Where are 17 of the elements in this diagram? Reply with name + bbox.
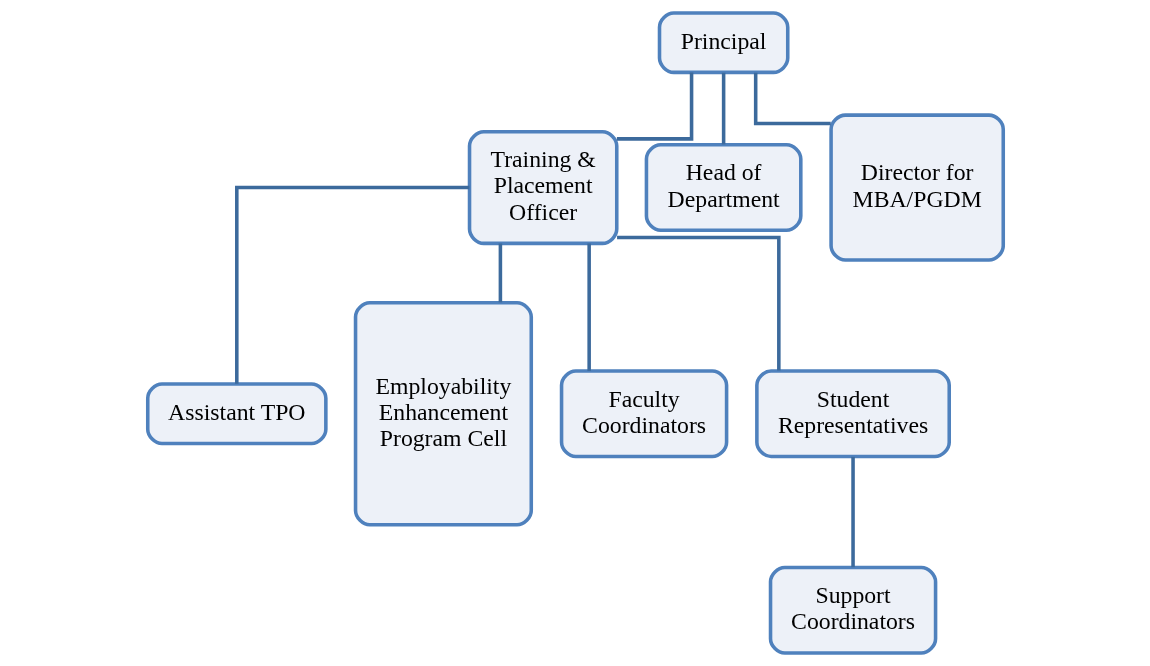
- node-box: Support Coordinators: [768, 565, 937, 655]
- connector: [753, 72, 831, 126]
- connector: [850, 456, 855, 568]
- connector: [721, 72, 725, 145]
- node-box: Head of Department: [644, 143, 803, 233]
- node-box: Principal: [657, 11, 789, 75]
- connector: [616, 72, 693, 141]
- connector: [586, 243, 591, 371]
- node-box: Training & Placement Officer: [467, 129, 619, 246]
- node-box: Director for MBA/PGDM: [828, 113, 1005, 262]
- node-box: Assistant TPO: [145, 382, 328, 446]
- connector: [616, 235, 781, 371]
- node-box: Faculty Coordinators: [559, 369, 728, 459]
- node-box: Employability Enhancement Program Cell: [353, 300, 533, 527]
- connector: [498, 243, 502, 303]
- connector: [234, 185, 469, 384]
- node-box: Student Representatives: [754, 369, 951, 459]
